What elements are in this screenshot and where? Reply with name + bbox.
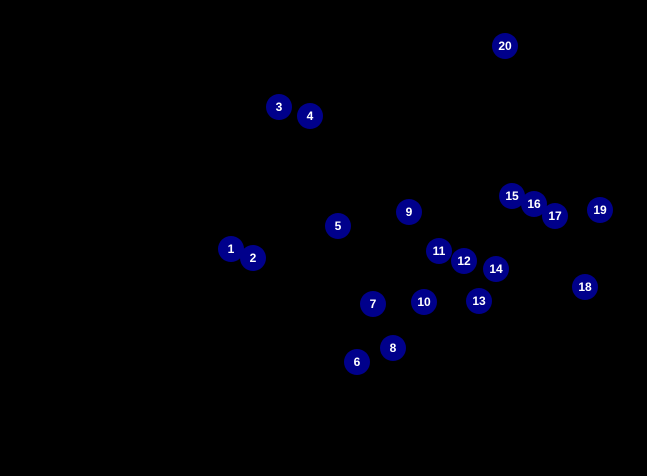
node-label: 15: [505, 189, 519, 203]
node-20[interactable]: 20: [492, 33, 518, 59]
node-label: 9: [405, 205, 413, 219]
node-label: 16: [527, 197, 541, 211]
node-label: 12: [457, 254, 471, 268]
node-11[interactable]: 11: [426, 238, 452, 264]
node-label: 1: [227, 242, 235, 256]
node-14[interactable]: 14: [483, 256, 509, 282]
node-label: 5: [334, 219, 342, 233]
node-label: 20: [498, 39, 512, 53]
node-4[interactable]: 4: [297, 103, 323, 129]
node-15[interactable]: 15: [499, 183, 525, 209]
node-label: 4: [306, 109, 314, 123]
node-10[interactable]: 10: [411, 289, 437, 315]
node-label: 7: [369, 297, 377, 311]
node-17[interactable]: 17: [542, 203, 568, 229]
node-7[interactable]: 7: [360, 291, 386, 317]
node-12[interactable]: 12: [451, 248, 477, 274]
node-label: 14: [489, 262, 503, 276]
node-label: 11: [432, 244, 446, 258]
node-6[interactable]: 6: [344, 349, 370, 375]
node-2[interactable]: 2: [240, 245, 266, 271]
node-label: 10: [417, 295, 431, 309]
node-label: 3: [275, 100, 283, 114]
node-19[interactable]: 19: [587, 197, 613, 223]
node-9[interactable]: 9: [396, 199, 422, 225]
node-3[interactable]: 3: [266, 94, 292, 120]
node-label: 17: [548, 209, 562, 223]
node-label: 13: [472, 294, 486, 308]
node-label: 2: [249, 251, 257, 265]
node-13[interactable]: 13: [466, 288, 492, 314]
node-1[interactable]: 1: [218, 236, 244, 262]
node-label: 19: [593, 203, 607, 217]
node-18[interactable]: 18: [572, 274, 598, 300]
node-label: 8: [389, 341, 397, 355]
node-label: 18: [578, 280, 592, 294]
node-8[interactable]: 8: [380, 335, 406, 361]
node-5[interactable]: 5: [325, 213, 351, 239]
node-label: 6: [353, 355, 361, 369]
